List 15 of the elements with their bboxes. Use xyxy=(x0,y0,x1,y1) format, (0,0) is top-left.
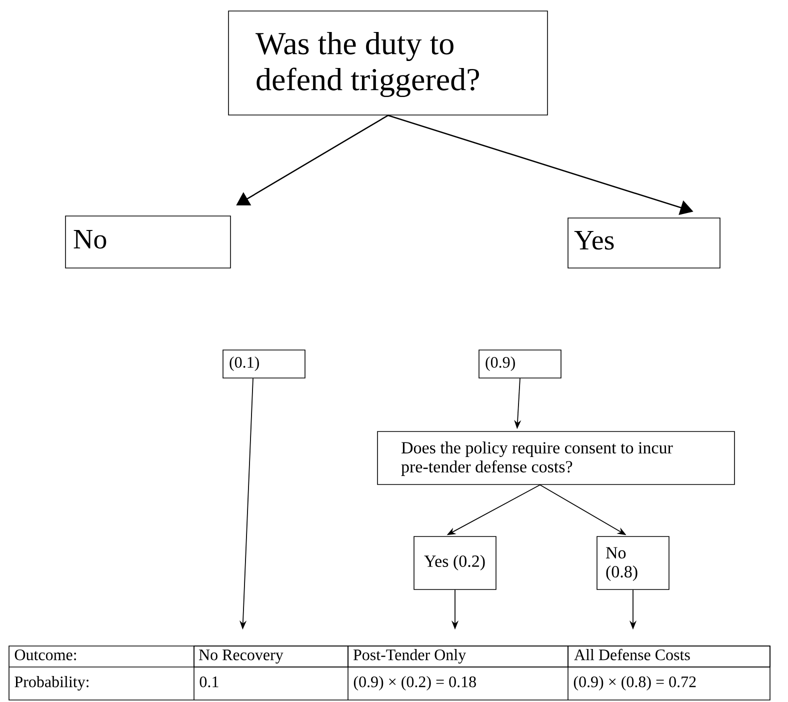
node-label: All Defense Costs xyxy=(574,648,690,660)
decision-box: Was the duty to defend triggered? xyxy=(228,10,548,116)
node-label: Post-Tender Only xyxy=(353,648,466,664)
answer-box: (0.9) xyxy=(478,350,562,378)
answer-box: (0.1) xyxy=(222,350,306,378)
answer-box: No (0.8) xyxy=(596,536,670,590)
answer-box: No xyxy=(65,216,231,268)
decision-box: Does the policy require consent to incur pre-tender defense costs? xyxy=(377,431,735,485)
cell-text: Probability: xyxy=(14,676,88,691)
node-label: No Recovery xyxy=(198,650,284,664)
answer-box: Yes xyxy=(568,218,720,268)
cell-text: (0.9) × (0.2) = 0.18 xyxy=(354,676,476,690)
cell-text: (0.9) × (0.8) = 0.72 xyxy=(574,676,696,690)
answer-box: Yes (0.2) xyxy=(414,536,496,590)
cell-text: Outcome: xyxy=(14,650,76,660)
